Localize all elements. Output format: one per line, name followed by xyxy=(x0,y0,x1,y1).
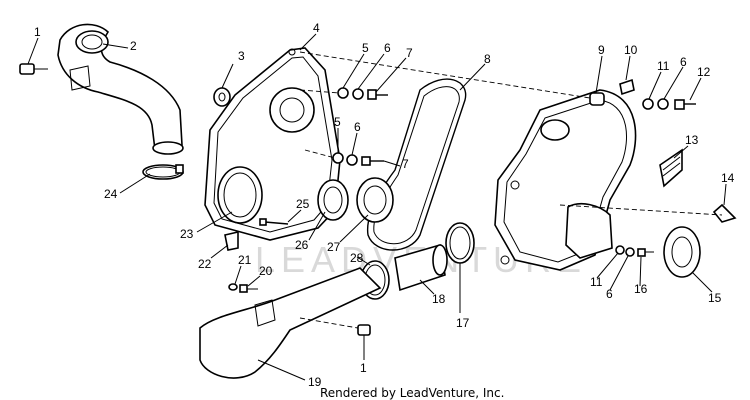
label-12: 12 xyxy=(697,65,711,79)
label-28: 28 xyxy=(350,251,364,265)
label-19: 19 xyxy=(308,375,322,389)
inner-cover-part-4[interactable] xyxy=(204,47,341,241)
bolt-part-12[interactable] xyxy=(674,99,696,110)
label-6-right: 6 xyxy=(680,55,687,69)
screw-part-16[interactable] xyxy=(637,248,654,257)
label-1-bottom: 1 xyxy=(360,361,367,375)
washer-part-6-top[interactable] xyxy=(352,88,364,100)
clip-part-22[interactable] xyxy=(224,230,239,251)
label-6-top: 6 xyxy=(384,41,391,55)
label-7-mid: 7 xyxy=(402,157,409,171)
label-9: 9 xyxy=(598,43,605,57)
drive-belt-part-8[interactable] xyxy=(366,78,467,251)
label-7-top: 7 xyxy=(406,46,413,60)
label-17: 17 xyxy=(456,316,470,330)
label-6-bottom: 6 xyxy=(606,287,613,301)
washer-part-11-bottom[interactable] xyxy=(615,245,625,255)
washer-part-3[interactable] xyxy=(213,87,231,107)
washer-part-11-top[interactable] xyxy=(642,98,654,110)
screw-part-20[interactable] xyxy=(239,284,258,293)
outer-cover-part-9[interactable] xyxy=(494,89,637,271)
intake-duct-part-2[interactable] xyxy=(57,23,184,155)
label-11-bottom: 11 xyxy=(590,275,603,289)
label-15: 15 xyxy=(708,291,722,305)
label-20: 20 xyxy=(259,264,273,278)
decal-part-13[interactable] xyxy=(659,148,683,188)
label-5-top: 5 xyxy=(362,41,369,55)
bolt-part-7-mid[interactable] xyxy=(361,156,384,166)
label-27: 27 xyxy=(327,240,341,254)
washer-part-5-mid[interactable] xyxy=(332,152,344,164)
disc-part-15[interactable] xyxy=(663,226,701,278)
label-11-top: 11 xyxy=(657,59,670,73)
label-16: 16 xyxy=(634,282,648,296)
label-1-top: 1 xyxy=(34,25,41,39)
seal-part-26[interactable] xyxy=(317,179,349,221)
clamp-part-24[interactable] xyxy=(142,164,184,180)
label-10: 10 xyxy=(624,43,638,57)
label-8: 8 xyxy=(484,52,491,66)
washer-part-21[interactable] xyxy=(228,283,238,291)
bolt-part-7-top[interactable] xyxy=(367,89,388,100)
tag-part-10[interactable] xyxy=(619,78,635,96)
label-14: 14 xyxy=(721,171,735,185)
bolt-part-1-top[interactable] xyxy=(19,63,48,75)
boot-part-18[interactable] xyxy=(394,243,448,292)
label-5-mid: 5 xyxy=(334,115,341,129)
label-13: 13 xyxy=(685,133,699,147)
bearing-part-27[interactable] xyxy=(356,177,394,223)
bolt-part-1-bottom[interactable] xyxy=(357,324,371,348)
label-18: 18 xyxy=(432,292,446,306)
label-25: 25 xyxy=(296,197,310,211)
clamp-part-17[interactable] xyxy=(445,222,475,264)
label-23: 23 xyxy=(180,227,194,241)
label-6-mid: 6 xyxy=(354,120,361,134)
exhaust-duct-part-19[interactable] xyxy=(199,267,382,379)
washer-part-6-bottom[interactable] xyxy=(625,247,635,257)
label-22: 22 xyxy=(198,257,212,271)
label-2: 2 xyxy=(130,39,137,53)
label-24: 24 xyxy=(104,187,118,201)
label-26: 26 xyxy=(295,238,309,252)
screw-part-25[interactable] xyxy=(259,218,289,226)
label-4: 4 xyxy=(313,21,320,35)
label-3: 3 xyxy=(238,49,245,63)
decal-part-14[interactable] xyxy=(712,203,737,223)
washer-part-6-right[interactable] xyxy=(657,98,669,110)
leader-lines xyxy=(27,33,727,381)
render-credit: Rendered by LeadVenture, Inc. xyxy=(320,386,504,400)
label-21: 21 xyxy=(238,253,252,267)
washer-part-5-top[interactable] xyxy=(337,87,349,99)
washer-part-6-mid[interactable] xyxy=(346,154,358,166)
